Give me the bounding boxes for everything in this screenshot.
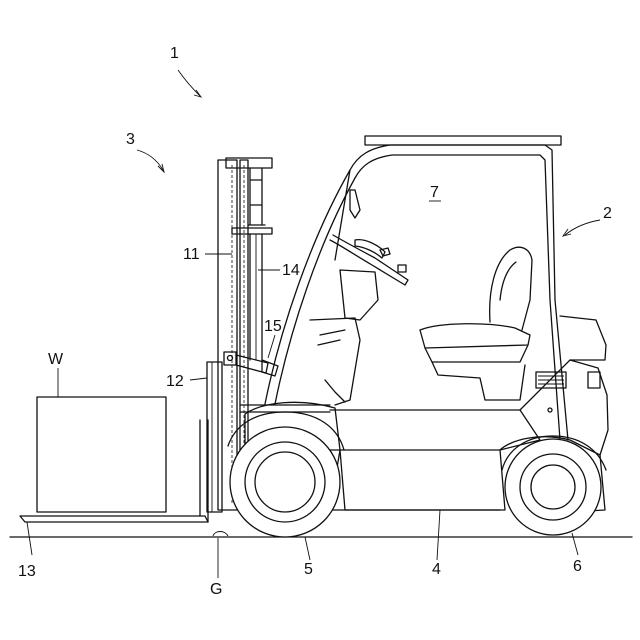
lift-bracket (207, 362, 222, 512)
label-5: 5 (304, 561, 313, 578)
label-4: 4 (432, 561, 441, 578)
label-13: 13 (18, 563, 36, 580)
lift-cylinder (250, 234, 262, 360)
overhead-guard (265, 136, 568, 440)
operator-seat (420, 247, 532, 400)
ground-contact-mark (213, 532, 228, 537)
label-3: 3 (126, 131, 135, 148)
label-11: 11 (183, 246, 200, 263)
label-1: 1 (170, 45, 179, 62)
label-15: 15 (264, 318, 282, 335)
label-14: 14 (282, 262, 300, 279)
label-G: G (210, 581, 222, 598)
label-6: 6 (573, 558, 582, 575)
steering-controls (310, 235, 408, 405)
label-12: 12 (166, 373, 184, 390)
label-W: W (48, 351, 64, 368)
label-2: 2 (603, 205, 612, 222)
load-box (37, 397, 166, 512)
label-7: 7 (430, 184, 439, 201)
